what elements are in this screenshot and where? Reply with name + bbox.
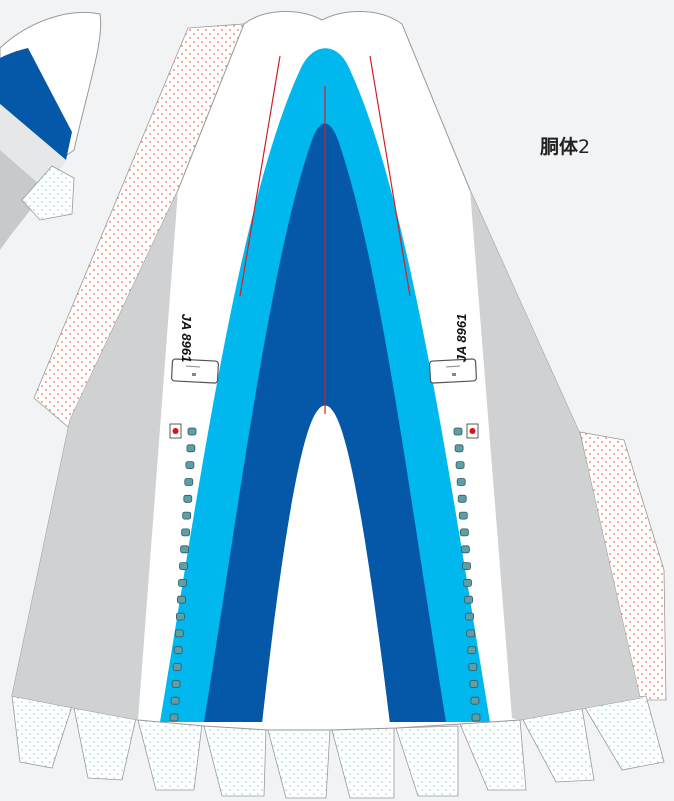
window [186,444,196,453]
window [175,612,185,621]
window [170,696,180,705]
livery-center-white [262,405,390,724]
window [176,595,186,604]
registration-right: JA 8961 [454,314,469,363]
window [455,461,465,470]
window [467,646,477,655]
window [178,579,187,587]
door-marker-right [466,423,479,439]
window [464,595,474,604]
window [174,629,184,638]
window [184,478,194,486]
bottom-glue-tabs [11,695,665,799]
window [460,545,470,554]
window [181,528,191,537]
registration-left: JA 8961 [179,314,194,363]
window [471,713,481,722]
window [458,511,468,520]
window [187,427,197,436]
part-label-name: 胴体 [540,136,579,158]
window [459,528,469,537]
window [462,562,471,570]
window [173,646,183,655]
window [182,511,192,520]
part-label: 胴体2 [540,132,590,159]
window [185,461,195,470]
side-panel-left [12,190,178,720]
window [470,696,480,705]
window [465,612,475,621]
window [456,478,466,486]
window [172,663,182,671]
window [180,545,190,554]
window [183,494,193,503]
window [453,427,463,436]
cargo-door-right [429,358,477,384]
tail-piece [0,12,102,250]
cargo-door-left [171,358,219,384]
window [466,629,476,638]
window [179,562,188,570]
window [457,494,467,503]
window-row-right [453,427,481,722]
side-panel-right [470,190,640,720]
window [171,680,181,688]
fold-guide-lines [239,55,411,414]
window [454,444,464,453]
window [469,680,479,688]
window-row-left [169,427,197,722]
door-marker-left [169,423,182,439]
part-label-number: 2 [578,136,591,158]
window [468,663,478,671]
window [169,713,179,722]
window [463,579,472,587]
